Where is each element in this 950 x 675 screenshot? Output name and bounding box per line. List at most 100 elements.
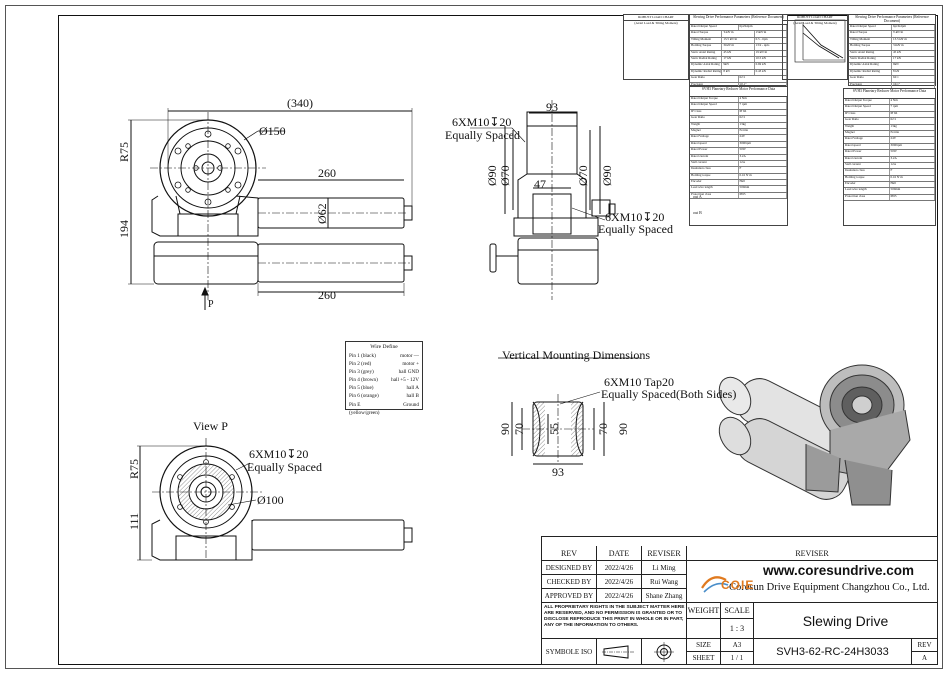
wire-row: Pin 2 (red)motor + [349, 361, 419, 368]
view-p-bolt-note-line2: Equally Spaced [247, 460, 322, 474]
dim-motor-length-lower: 260 [318, 288, 336, 302]
projection-symbol-cone [596, 638, 642, 665]
dim-motor-length-upper: 260 [318, 166, 336, 180]
view-p [137, 438, 413, 561]
wire-row: Pin 1 (black)motor — [349, 353, 419, 359]
approved-by-label: APPROVED BY [541, 588, 597, 603]
motor-table-right: SVH3 Planetary Reducer Motor Performance… [843, 88, 936, 226]
weight-label: WEIGHT [686, 602, 721, 619]
bolt-note-top-line1: 6XM10↧20 [452, 115, 512, 129]
load-chart-left: ROBUST LOAD CHART (Axial Load & Tilting … [623, 14, 689, 80]
reviser-header: REVISER [641, 545, 687, 561]
view-arrow-label: P [208, 299, 214, 310]
tap-note-line2: Equally Spaced(Both Sides) [601, 387, 737, 401]
vert-dim-93: 93 [552, 465, 564, 479]
approved-date: 2022/4/26 [596, 588, 642, 603]
company-area [686, 560, 938, 603]
load-chart-right: ROBUST LOAD CHART (Axial Load & Tilting … [782, 14, 848, 80]
tap-note-line1: 6XM10 Tap20 [604, 375, 674, 389]
view-p-bolt-note-line1: 6XM10↧20 [249, 447, 309, 461]
side-view [470, 100, 616, 300]
rev-label: REV [911, 638, 938, 652]
outer-border [5, 5, 943, 669]
rev-header: REV [541, 545, 597, 561]
sheet-value: 1 / 1 [720, 651, 754, 665]
wire-row: Pin E (yellow/green)Ground [349, 401, 419, 416]
dim-flange-diameter: Ø150 [259, 124, 286, 138]
designed-name: Li Ming [641, 560, 687, 575]
rev-value: A [911, 651, 938, 665]
bolt-note-top-line2: Equally Spaced [445, 128, 520, 142]
performance-table-title: Slewing Drive Performance Parameters (Re… [849, 15, 935, 25]
vert-dim-70-left: 70 [512, 423, 526, 435]
dim-motor-diameter: Ø62 [315, 203, 329, 224]
dim-side-d90-right: Ø90 [600, 165, 614, 186]
company-website[interactable]: www.coresundrive.com [763, 563, 915, 578]
title-block: REV DATE REVISER REVISER DESIGNED BY 202… [541, 536, 938, 665]
waveform-label-b: out B [693, 210, 702, 215]
dim-overall-height: 194 [117, 220, 131, 238]
drawing-number: SVH3-62-RC-24H3033 [776, 645, 889, 658]
vert-dim-90-left: 90 [498, 423, 512, 435]
view-p-title: View P [193, 419, 228, 433]
wire-define-table: Wire Define Pin 1 (black)motor — Pin 2 (… [345, 341, 423, 416]
load-chart-title: ROBUST LOAD CHART [783, 15, 847, 22]
logo-icon [701, 576, 729, 593]
dim-side-47: 47 [534, 177, 546, 191]
wire-row: Pin 6 (orange)hall B [349, 393, 419, 400]
view-p-dim-radius: R75 [127, 458, 141, 479]
wire-row: Pin 3 (grey)hall GND [349, 369, 419, 376]
motor-table-left: SVH3 Planetary Reducer Motor Performance… [689, 86, 788, 226]
title-block-top-border [541, 536, 938, 546]
view-p-dim-diameter: Ø100 [257, 493, 284, 507]
view-p-dim-height: 111 [127, 512, 141, 530]
dim-side-d70-right: Ø70 [576, 165, 590, 186]
load-chart-title: ROBUST LOAD CHART [624, 15, 688, 22]
drawing-number-cell: SVH3-62-RC-24H3033 [753, 638, 912, 665]
projection-symbol-circle [641, 638, 687, 665]
vertical-mounting-view [498, 357, 640, 465]
product-render [718, 364, 911, 506]
drawing-frame [58, 15, 938, 665]
scale-label: SCALE [720, 602, 754, 619]
wire-row: Pin 4 (brown)hall +5 - 12V [349, 377, 419, 384]
proprietary-notice: ALL PROPRIETARY RIGHTS IN THE SUBJECT MA… [544, 605, 693, 628]
designed-date: 2022/4/26 [596, 560, 642, 575]
performance-table-left: Slewing Drive Performance Parameters (Re… [689, 14, 788, 89]
performance-table-title: Slewing Drive Performance Parameters (Re… [690, 15, 787, 25]
dim-side-d90-left: Ø90 [485, 165, 499, 186]
